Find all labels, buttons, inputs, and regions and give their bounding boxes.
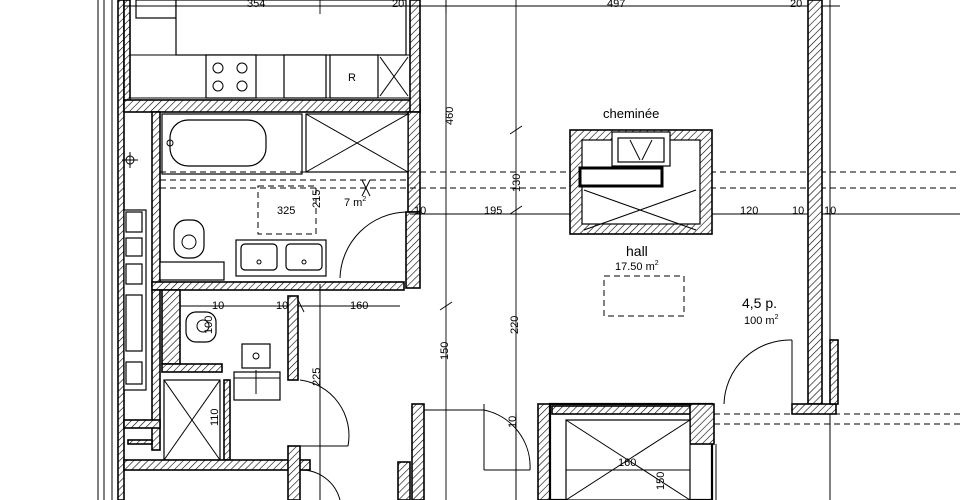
chimney: cheminée: [569, 106, 713, 235]
dim-mid-10b: 10: [792, 205, 804, 217]
right-wall: [723, 0, 839, 500]
apartment-summary: 4,5 p. 100 m2: [742, 295, 779, 327]
dim-top-354: 354: [247, 0, 265, 10]
fridge-label: R: [348, 72, 356, 84]
left-facade: [97, 0, 147, 500]
dim-v-150: 150: [439, 342, 451, 360]
dim-mid-195: 195: [484, 205, 502, 217]
dim-wc-100: 100: [203, 316, 215, 334]
elevator-core: 160 150: [548, 402, 960, 500]
hall-rug: [603, 275, 685, 317]
dim-bath-215: 215: [311, 190, 323, 208]
dim-bot-160: 160: [618, 457, 636, 469]
dim-top-20b: 20: [790, 0, 802, 10]
dim-top-497: 497: [607, 0, 625, 10]
dim-wc-160: 160: [350, 300, 368, 312]
dim-bot-150: 150: [655, 472, 667, 490]
dim-wc-10b: 10: [276, 300, 288, 312]
dim-wc-10a: 10: [212, 300, 224, 312]
dim-mid-10a: 10: [414, 205, 426, 217]
dim-v-220: 220: [509, 316, 521, 334]
middle-walls: 10 10 160: [151, 281, 405, 500]
dim-bot-10: 10: [507, 416, 519, 428]
dim-v-130: 130: [511, 174, 523, 192]
hall-area: 17.50 m2: [615, 260, 659, 273]
cooktop-icon: [205, 54, 257, 99]
dim-v-460: 460: [444, 107, 456, 125]
fridge: [329, 54, 379, 99]
toilet: [173, 219, 205, 259]
wc-room: 100: [151, 289, 299, 451]
apartment-rooms: 4,5 p.: [742, 295, 777, 311]
lower-corridor: 10: [397, 403, 551, 500]
apartment-area: 100 m2: [744, 314, 779, 327]
dim-v-225: 225: [311, 368, 323, 386]
shower-room: 110: [123, 379, 350, 500]
hall-name: hall: [626, 243, 648, 259]
dim-mid-120: 120: [740, 205, 758, 217]
bathroom: 325 215 7 m2: [151, 111, 421, 289]
dim-top-20a: 20: [392, 0, 404, 10]
dim-bath-325: 325: [277, 205, 295, 217]
hall: hall 17.50 m2: [603, 243, 685, 317]
dim-shower-110: 110: [209, 408, 221, 426]
kitchen: R: [123, 0, 421, 113]
bath-area: 7 m2: [344, 196, 366, 209]
chimney-label: cheminée: [603, 106, 659, 121]
